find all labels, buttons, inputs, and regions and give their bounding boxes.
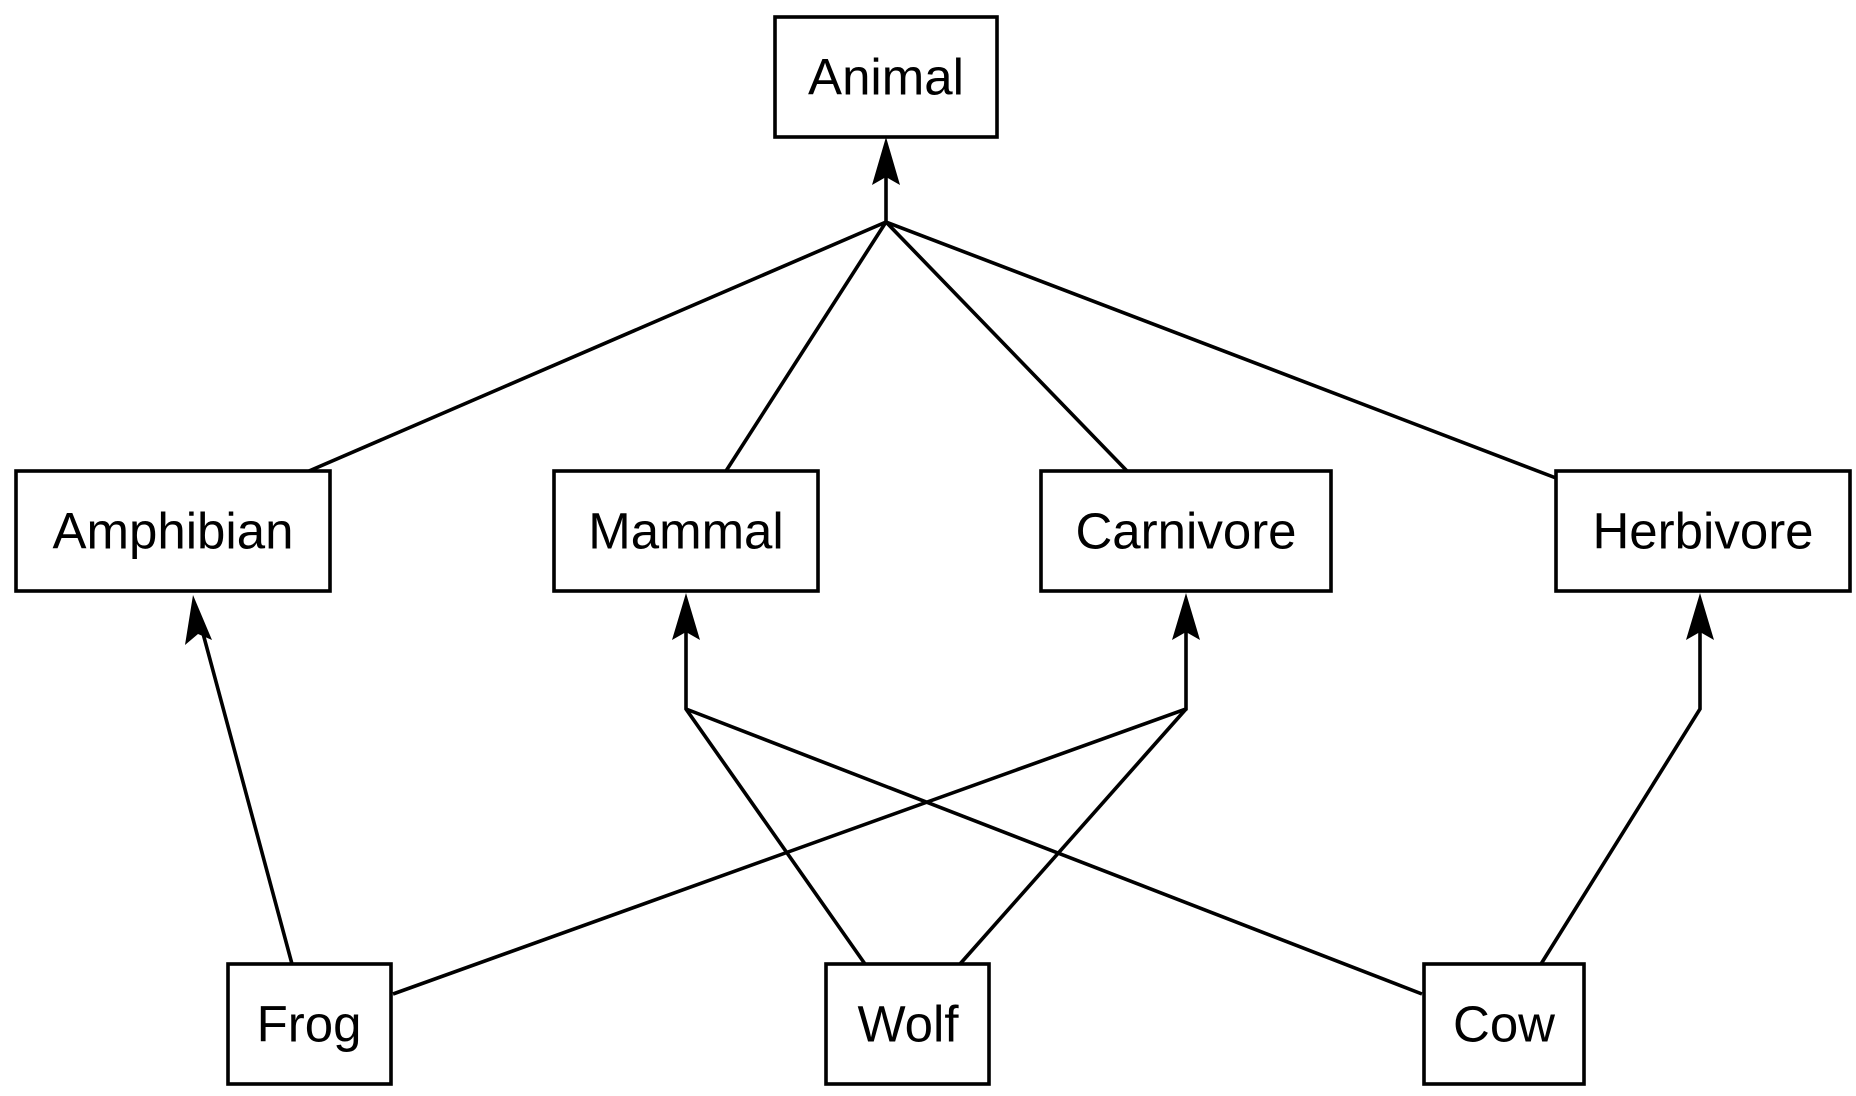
edge-frog-to-amphibian [199, 625, 294, 965]
node-animal: Animal [773, 15, 999, 139]
node-wolf: Wolf [824, 962, 991, 1086]
arrowhead-herbivore [1686, 593, 1714, 640]
node-mammal: Mammal [552, 469, 820, 593]
edge-cow-to-herbivore [1539, 625, 1702, 965]
edge-herbivore-to-animal [885, 220, 1557, 480]
node-amphibian: Amphibian [14, 469, 332, 593]
node-animal-label: Animal [808, 49, 964, 106]
arrowhead-carnivore [1172, 593, 1200, 640]
node-cow: Cow [1422, 962, 1586, 1086]
arrowhead-animal [872, 137, 900, 185]
node-amphibian-label: Amphibian [53, 503, 294, 560]
node-herbivore: Herbivore [1554, 469, 1852, 593]
node-cow-label: Cow [1453, 996, 1555, 1053]
node-animal-box [773, 15, 999, 139]
edge-wolf-to-mammal [684, 625, 867, 966]
arrowhead-amphibian [185, 595, 212, 645]
node-carnivore: Carnivore [1039, 469, 1333, 593]
node-frog: Frog [226, 962, 393, 1086]
edge-frog-to-carnivore [392, 625, 1188, 996]
edge-cow-to-mammal [685, 707, 1423, 996]
node-carnivore-label: Carnivore [1075, 503, 1296, 560]
node-frog-box [226, 962, 393, 1086]
edge-mammal-to-animal [724, 221, 888, 472]
node-wolf-box [824, 962, 991, 1086]
edges-leaves [185, 593, 1714, 996]
node-mammal-label: Mammal [588, 503, 784, 560]
node-carnivore-box [1039, 469, 1333, 593]
arrowhead-mammal [672, 593, 700, 640]
node-cow-box [1422, 962, 1586, 1086]
edges-to-animal [308, 137, 1557, 480]
node-amphibian-box [14, 469, 332, 593]
node-mammal-box [552, 469, 820, 593]
edge-carnivore-to-animal [884, 220, 1129, 473]
edge-wolf-to-carnivore [958, 707, 1188, 966]
edge-amphibian-to-animal [308, 220, 887, 473]
node-herbivore-label: Herbivore [1592, 503, 1813, 560]
node-frog-label: Frog [257, 996, 362, 1053]
node-wolf-label: Wolf [857, 996, 959, 1053]
node-herbivore-box [1554, 469, 1852, 593]
